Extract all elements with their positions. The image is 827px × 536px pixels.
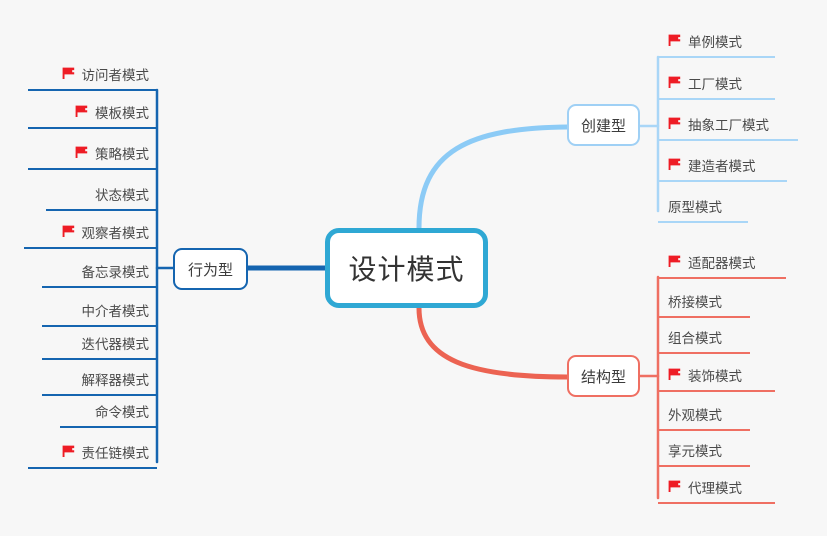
leaf-node-label: 建造者模式 (688, 159, 756, 174)
leaf-node-label: 组合模式 (668, 331, 722, 346)
leaf-node[interactable]: 外观模式 (658, 399, 827, 429)
flag-icon (62, 225, 75, 238)
leaf-node[interactable]: 观察者模式 (0, 217, 157, 247)
leaf-node-label: 原型模式 (668, 200, 722, 215)
flag-icon (62, 445, 75, 458)
leaf-node[interactable]: 原型模式 (658, 191, 827, 221)
leaf-node[interactable]: 解释器模式 (0, 364, 157, 394)
flag-icon (668, 34, 681, 47)
leaf-node-label: 享元模式 (668, 444, 722, 459)
leaf-node[interactable]: 代理模式 (658, 472, 827, 502)
leaf-node-label: 适配器模式 (688, 256, 756, 271)
connector-root-to-creational (416, 124, 570, 231)
leaf-node[interactable]: 建造者模式 (658, 150, 827, 180)
leaf-node[interactable]: 模板模式 (0, 97, 157, 127)
branch-node-behavior-label: 行为型 (187, 261, 233, 279)
leaf-node[interactable]: 抽象工厂模式 (658, 109, 827, 139)
leaf-underline (658, 56, 775, 58)
leaf-node[interactable]: 享元模式 (658, 435, 827, 465)
leaf-underline (658, 502, 775, 504)
leaf-underline (658, 429, 750, 431)
leaf-node-label: 观察者模式 (81, 226, 150, 241)
flag-icon (75, 146, 88, 159)
leaf-node-label: 代理模式 (688, 481, 742, 496)
leaf-node-label: 备忘录模式 (81, 265, 150, 280)
leaf-underline (658, 221, 748, 223)
leaf-underline (658, 98, 775, 100)
leaf-underline (658, 180, 787, 182)
leaf-underline (42, 358, 157, 360)
leaf-node[interactable]: 桥接模式 (658, 286, 827, 316)
flag-icon (668, 117, 681, 130)
leaf-underline (46, 209, 157, 211)
leaf-node[interactable]: 工厂模式 (658, 68, 827, 98)
leaf-node[interactable]: 单例模式 (658, 26, 827, 56)
leaf-underline (28, 127, 157, 129)
flag-icon (668, 255, 681, 268)
flag-icon (668, 480, 681, 493)
leaf-node[interactable]: 责任链模式 (0, 437, 157, 467)
flag-icon (62, 67, 75, 80)
leaf-underline (28, 467, 157, 469)
leaf-underline (28, 168, 157, 170)
leaf-node[interactable]: 策略模式 (0, 138, 157, 168)
leaf-node-label: 访问者模式 (81, 68, 150, 83)
leaf-node-label: 中介者模式 (81, 304, 150, 319)
leaf-underline (658, 316, 750, 318)
leaf-underline (42, 325, 157, 327)
leaf-node-label: 命令模式 (95, 405, 149, 420)
leaf-node-label: 迭代器模式 (81, 337, 150, 352)
root-node[interactable]: 设计模式 (325, 228, 488, 308)
branch-node-creational-label: 创建型 (580, 117, 626, 135)
leaf-node[interactable]: 状态模式 (0, 179, 157, 209)
leaf-underline (658, 277, 786, 279)
connector-root-to-structural (416, 305, 570, 380)
leaf-node-label: 模板模式 (95, 106, 149, 121)
leaf-underline (24, 247, 157, 249)
flag-icon (668, 76, 681, 89)
leaf-node-label: 外观模式 (668, 408, 722, 423)
leaf-node[interactable]: 组合模式 (658, 322, 827, 352)
root-node-label: 设计模式 (348, 254, 465, 285)
leaf-node-label: 单例模式 (688, 35, 742, 50)
branch-node-structural[interactable]: 结构型 (567, 355, 640, 397)
leaf-node-label: 装饰模式 (688, 369, 742, 384)
leaf-node[interactable]: 访问者模式 (0, 59, 157, 89)
leaf-node[interactable]: 迭代器模式 (0, 328, 157, 358)
leaf-node[interactable]: 适配器模式 (658, 247, 827, 277)
leaf-underline (42, 394, 157, 396)
leaf-underline (658, 352, 750, 354)
leaf-node-label: 解释器模式 (81, 373, 150, 388)
leaf-node[interactable]: 中介者模式 (0, 295, 157, 325)
leaf-node-label: 工厂模式 (688, 77, 742, 92)
leaf-node-label: 抽象工厂模式 (688, 118, 769, 133)
flag-icon (668, 158, 681, 171)
leaf-node-label: 责任链模式 (81, 446, 150, 461)
leaf-node[interactable]: 备忘录模式 (0, 256, 157, 286)
leaf-node-label: 状态模式 (95, 188, 149, 203)
branch-node-creational[interactable]: 创建型 (567, 104, 640, 146)
leaf-node-label: 策略模式 (95, 147, 149, 162)
leaf-underline (658, 465, 750, 467)
leaf-underline (42, 286, 157, 288)
leaf-node-label: 桥接模式 (668, 295, 722, 310)
flag-icon (668, 368, 681, 381)
leaf-node[interactable]: 装饰模式 (658, 360, 827, 390)
leaf-underline (658, 390, 775, 392)
flag-icon (75, 105, 88, 118)
branch-node-behavior[interactable]: 行为型 (173, 248, 248, 290)
leaf-underline (658, 139, 798, 141)
leaf-underline (28, 89, 157, 91)
leaf-underline (60, 426, 157, 428)
leaf-node[interactable]: 命令模式 (0, 396, 157, 426)
branch-node-structural-label: 结构型 (580, 368, 626, 386)
